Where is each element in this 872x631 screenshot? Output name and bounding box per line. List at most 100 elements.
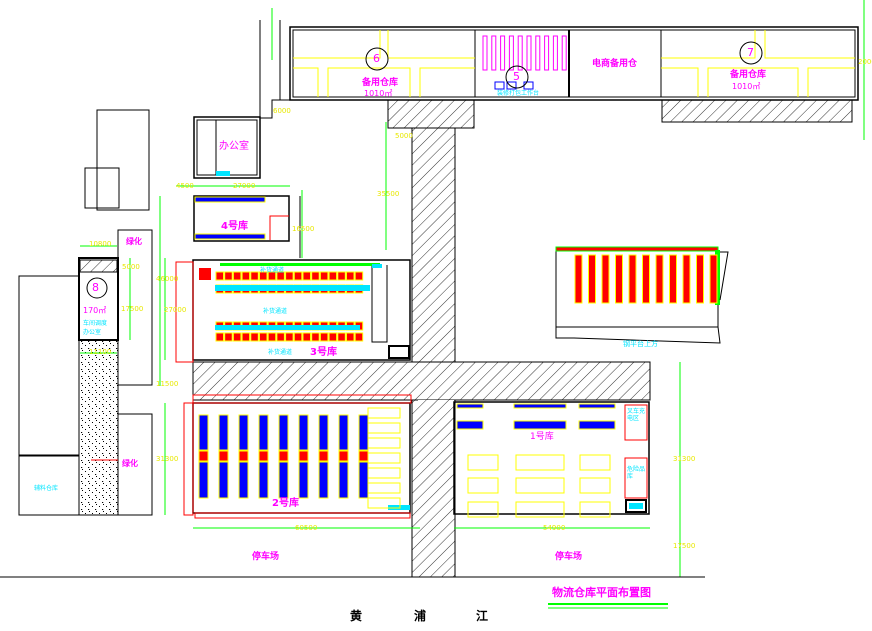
drawing-title: 物流仓库平面布置图: [552, 586, 651, 599]
rack: [574, 254, 583, 304]
rack: [311, 271, 320, 281]
wh7-number: 7: [747, 46, 754, 59]
rack: [579, 501, 611, 518]
wh4-name: 4号库: [221, 221, 248, 232]
wh3-aisle-2: 补货通道: [263, 308, 288, 315]
wh6-name: 备用仓库: [362, 78, 399, 88]
river-char-1: 黄: [350, 609, 363, 623]
wh1-zone-forklift: 叉车充电区: [627, 408, 646, 423]
rack: [367, 467, 401, 479]
hatched-block-right: [661, 99, 853, 123]
rack: [319, 271, 329, 281]
rack: [302, 332, 311, 342]
rack: [215, 332, 224, 342]
rack: [259, 271, 268, 281]
wh3-aisle-3: 补货通道: [268, 349, 293, 356]
rack: [318, 450, 329, 462]
rack: [367, 437, 401, 449]
workbench: [523, 81, 534, 90]
rack: [198, 414, 209, 451]
rack: [259, 332, 268, 342]
rack: [298, 450, 309, 462]
rack: [367, 407, 401, 419]
wh1-rack-group: [456, 403, 616, 518]
river-char-3: 江: [476, 609, 489, 623]
dim-35500: 35500: [377, 190, 400, 198]
rack: [241, 332, 251, 342]
wh3-name: 3号库: [310, 347, 337, 358]
rack: [278, 450, 289, 462]
rack: [696, 254, 704, 304]
dim-16500: 16500: [292, 225, 315, 233]
rack: [579, 477, 611, 494]
wh7-name: 备用仓库: [730, 70, 767, 80]
rack: [258, 461, 269, 499]
rack: [258, 450, 269, 462]
rack: [232, 271, 242, 281]
rack: [358, 450, 369, 462]
left-buildings: [18, 109, 153, 516]
workbench: [494, 81, 505, 90]
warehouse-3: [175, 259, 411, 363]
wh1-zone-hazard: 危险品库: [627, 466, 646, 481]
wh1-name: 1号库: [530, 432, 554, 442]
dim-17500: 17500: [121, 305, 144, 313]
wh5-workbenches: [494, 81, 534, 90]
top-yellow-lines: [293, 30, 855, 97]
dim-31300: 31300: [156, 455, 179, 463]
rack: [198, 450, 209, 462]
rack: [578, 420, 616, 430]
wh2-rack-group: [198, 407, 401, 509]
dim-4500: 4500: [176, 182, 194, 190]
wh3-cyan-aisles: [215, 264, 382, 330]
dim-5000-r: 5000: [395, 132, 413, 140]
rack: [544, 35, 550, 71]
dim-6000: 6000: [273, 107, 291, 115]
wh5-number: 5: [513, 70, 520, 83]
rack: [318, 461, 329, 499]
river-char-2: 浦: [414, 609, 427, 623]
rack: [601, 254, 610, 304]
rack: [215, 271, 224, 281]
road-horizontal: [192, 361, 651, 401]
rack: [338, 414, 349, 451]
rack: [588, 254, 596, 304]
rack: [354, 271, 364, 281]
dim-60500: 60500: [295, 524, 318, 532]
rack: [517, 35, 523, 71]
green-label-1: 绿化: [126, 237, 142, 246]
dim-46000: 46000: [156, 275, 179, 283]
rack: [293, 271, 303, 281]
dim-27000-top: 27000: [233, 182, 256, 190]
rack: [367, 497, 401, 509]
ecommerce-name: 电商备用仓: [592, 59, 638, 69]
rack: [346, 271, 355, 281]
rack: [337, 271, 346, 281]
rack: [318, 414, 329, 451]
road-right-strip: [418, 400, 454, 520]
rack: [467, 477, 499, 494]
rack: [682, 254, 691, 304]
wh8-number: 8: [92, 281, 99, 294]
rack: [241, 271, 251, 281]
rack: [669, 254, 677, 304]
wh7-area: 1010㎡: [732, 82, 761, 91]
wh8-name-line1: 车间调度: [83, 320, 108, 327]
rack: [250, 271, 259, 281]
parking-label-2: 停车场: [555, 552, 583, 562]
rack: [456, 420, 484, 430]
rack: [491, 35, 497, 71]
rack: [232, 332, 242, 342]
rack: [482, 35, 488, 71]
rack: [526, 35, 532, 71]
platform-name: 钢平台上方: [623, 340, 658, 348]
rack: [338, 461, 349, 499]
rack: [655, 254, 664, 304]
dim-17500-r: 17500: [673, 542, 696, 550]
rack: [515, 477, 565, 494]
rack: [579, 454, 611, 471]
rack: [628, 254, 637, 304]
rack: [456, 403, 484, 409]
title-underline: [548, 603, 668, 609]
